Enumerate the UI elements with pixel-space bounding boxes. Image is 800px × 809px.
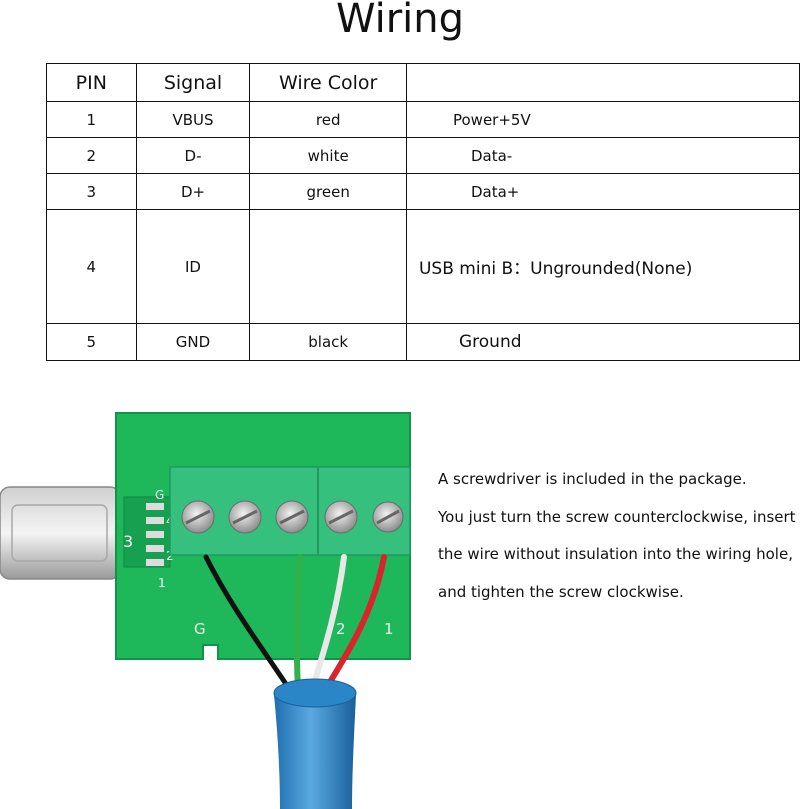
board-label-2: 2	[336, 620, 346, 638]
table-row: 1 VBUS red Power+5V	[46, 101, 800, 138]
screw-icon	[181, 500, 215, 534]
terminal-block	[169, 466, 411, 556]
table-row: 4 ID USB mini B：Ungrounded(None)	[46, 209, 800, 324]
cell-pin: 4	[46, 209, 137, 324]
board-label-1: 1	[384, 620, 394, 638]
wires	[203, 554, 387, 693]
cell-color: black	[249, 323, 407, 361]
cell-pin: 1	[46, 101, 137, 138]
cell-signal: ID	[135, 209, 251, 324]
instructions: A screwdriver is included in the package…	[438, 461, 798, 611]
cell-color	[249, 209, 407, 324]
table-row: 5 GND black Ground	[46, 323, 800, 361]
instruction-line: the wire without insulation into the wir…	[438, 545, 793, 563]
board-label-g: G	[194, 620, 206, 638]
cell-pin: 2	[46, 137, 137, 174]
screw-icon	[324, 500, 358, 534]
screw-icon	[275, 500, 309, 534]
header-pin: PIN	[46, 63, 137, 102]
header-description	[405, 63, 800, 102]
usb-plug	[0, 486, 121, 580]
cell-color: white	[249, 137, 407, 174]
blue-cable	[273, 678, 357, 809]
table-header-row: PIN Signal Wire Color	[46, 63, 800, 102]
cell-desc: Data+	[405, 173, 800, 210]
side-label-1: 1	[158, 576, 166, 590]
cell-signal: D-	[135, 137, 251, 174]
cell-pin: 5	[46, 323, 137, 361]
cell-signal: VBUS	[135, 101, 251, 138]
side-label-g: G	[155, 488, 164, 502]
page-title: Wiring	[335, 0, 465, 42]
wiring-table: PIN Signal Wire Color 1 VBUS red Power+5…	[46, 63, 800, 361]
cell-signal: GND	[135, 323, 251, 361]
cell-color: green	[249, 173, 407, 210]
instruction-line: A screwdriver is included in the package…	[438, 470, 747, 488]
screw-icon	[372, 501, 404, 533]
header-wire-color: Wire Color	[249, 63, 407, 102]
cell-pin: 3	[46, 173, 137, 210]
connector-board-photo: G 4 3 2 1 G 2 1	[0, 412, 411, 809]
screw-icon	[228, 500, 262, 534]
cell-desc: Data-	[405, 137, 800, 174]
cell-signal: D+	[135, 173, 251, 210]
header-signal: Signal	[135, 63, 251, 102]
cell-desc: Power+5V	[405, 101, 800, 138]
cell-desc: Ground	[405, 323, 800, 361]
table-row: 2 D- white Data-	[46, 137, 800, 174]
cell-desc: USB mini B：Ungrounded(None)	[405, 209, 800, 324]
cell-color: red	[249, 101, 407, 138]
side-label-3: 3	[123, 532, 133, 551]
instruction-line: You just turn the screw counterclockwise…	[438, 507, 796, 526]
table-row: 3 D+ green Data+	[46, 173, 800, 210]
side-label-2: 2	[166, 549, 174, 563]
instruction-line: and tighten the screw clockwise.	[438, 582, 684, 601]
